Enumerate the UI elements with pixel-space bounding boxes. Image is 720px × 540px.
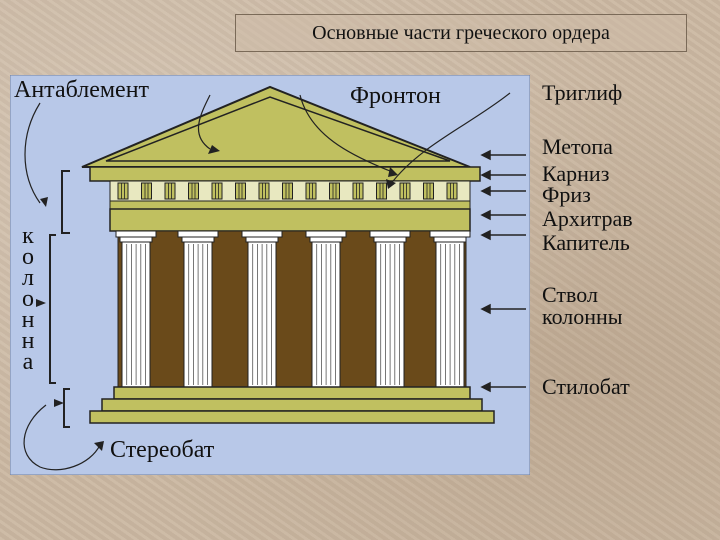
column-echinus	[373, 236, 407, 243]
pediment-inner	[105, 96, 451, 162]
arrow-capital-head	[480, 229, 491, 241]
cornice	[89, 166, 481, 182]
label-shaft-line2: колонны	[542, 304, 623, 329]
column-capital	[115, 230, 157, 238]
arrow-cornice-head	[480, 169, 491, 181]
label-capital: Капитель	[542, 230, 630, 255]
right-arrows	[480, 149, 526, 393]
architrave	[109, 208, 471, 232]
label-column-letter: к	[22, 223, 34, 249]
triglyphs	[117, 182, 458, 200]
triglyph	[258, 182, 270, 200]
triglyph-arrowhead	[386, 179, 396, 189]
triglyph	[423, 182, 434, 200]
columns	[115, 230, 471, 388]
architrave-top	[109, 200, 471, 210]
pointer-lines	[23, 92, 511, 471]
label-triglyph: Триглиф	[542, 80, 623, 105]
column-echinus	[245, 236, 279, 243]
triglyph	[164, 182, 176, 200]
triglyph	[141, 182, 152, 200]
label-frieze: Фриз	[542, 182, 591, 207]
triglyph	[352, 182, 364, 200]
arrow-shaft-head	[480, 303, 491, 315]
temple-illustration	[9, 74, 531, 476]
column-capital	[429, 230, 471, 238]
triglyph	[446, 182, 458, 200]
triglyph	[282, 182, 293, 200]
stereobate-bracket	[63, 388, 70, 428]
triglyph	[376, 182, 387, 200]
column-arrowhead	[36, 299, 46, 307]
stereobate-step-1	[101, 398, 483, 412]
triglyph	[305, 182, 317, 200]
column-capital	[305, 230, 347, 238]
stylobate-left-arrowhead	[54, 399, 64, 407]
pediment-arrowhead	[208, 145, 220, 154]
triglyph	[188, 182, 199, 200]
column-echinus	[433, 236, 467, 243]
label-column-letter: а	[22, 349, 34, 375]
triglyph	[399, 182, 411, 200]
triglyph	[211, 182, 223, 200]
entablature-bracket	[61, 170, 70, 234]
triglyph-pointer-line	[389, 92, 511, 186]
triglyph	[235, 182, 246, 200]
label-column-letter: л	[22, 265, 34, 291]
triglyph	[329, 182, 340, 200]
stereobate-step-2	[89, 410, 495, 424]
column-echinus	[119, 236, 153, 243]
arrow-stylobate-head	[480, 381, 491, 393]
label-cornice: Карниз	[542, 161, 610, 186]
diagram-title: Основные части греческого ордера	[235, 14, 687, 52]
column-bracket	[49, 234, 56, 384]
arrow-frieze-head	[480, 185, 491, 197]
title-text: Основные части греческого ордера	[312, 21, 610, 44]
temple-interior	[117, 230, 467, 390]
pediment-pointer-line	[197, 94, 211, 150]
label-metope: Метопа	[542, 134, 613, 159]
entablature-arrowhead	[40, 197, 48, 207]
label-entablature: Антаблемент	[14, 77, 150, 103]
temple-diagram-panel	[9, 74, 531, 476]
cornice-pointer-line	[299, 94, 391, 172]
arrow-architrave-head	[480, 209, 491, 221]
cornice-arrowhead	[388, 167, 398, 177]
label-column-letter: н	[21, 328, 35, 354]
column-echinus	[309, 236, 343, 243]
pointer-arrows	[36, 145, 398, 451]
column-echinus	[181, 236, 215, 243]
label-column-letter: о	[22, 286, 34, 312]
triglyph	[117, 182, 129, 200]
label-column-letter: о	[22, 244, 34, 270]
label-pediment: Фронтон	[350, 83, 441, 109]
entablature-pointer-line	[24, 102, 41, 204]
column-capital	[177, 230, 219, 238]
stereobate-arrowhead	[94, 441, 104, 451]
label-stylobate: Стилобат	[542, 374, 630, 399]
label-architrave: Архитрав	[542, 206, 633, 231]
stylobate	[113, 386, 471, 400]
column-capital	[241, 230, 283, 238]
arrow-metope-head	[480, 149, 491, 161]
label-shaft-line1: Ствол	[542, 282, 598, 307]
stereobate-pointer-line	[23, 404, 101, 471]
label-stereobate: Стереобат	[110, 437, 215, 463]
label-column-letter: н	[21, 307, 35, 333]
column-capital	[369, 230, 411, 238]
